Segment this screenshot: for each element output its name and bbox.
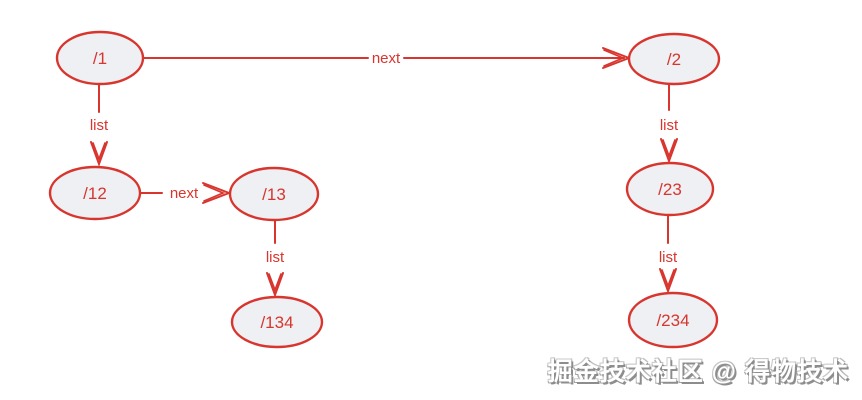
graph-edge-23-234: list [659, 214, 678, 294]
node-ellipse [627, 291, 719, 349]
arrowhead [268, 273, 282, 293]
node-ellipse [48, 165, 142, 221]
node-label: /12 [83, 184, 107, 203]
arrowhead [603, 49, 626, 67]
node-label: /1 [93, 49, 107, 68]
graph-node-12: /12 [48, 165, 142, 221]
watermark-text: 掘金技术社区 @ 得物技术 [547, 358, 849, 386]
graph-edge-1-2: next [142, 47, 632, 69]
node-ellipse [627, 32, 721, 86]
arrowhead [662, 139, 676, 159]
node-ellipse [230, 295, 324, 349]
arrowhead [92, 142, 106, 162]
graph-node-1: /1 [55, 30, 145, 86]
arrowhead [90, 141, 108, 167]
edge-label: next [372, 50, 401, 67]
node-ellipse [625, 161, 715, 217]
graph-node-234: /234 [627, 291, 719, 349]
edge-label: list [90, 117, 109, 134]
graph-node-2: /2 [627, 32, 721, 86]
node-label: /134 [260, 313, 293, 332]
arrowhead [659, 268, 677, 294]
graph-edge-13-134: list [266, 219, 285, 298]
arrowhead [203, 184, 226, 202]
graph-edge-2-23: list [660, 83, 679, 164]
node-label: /13 [262, 185, 286, 204]
arrowhead [661, 269, 675, 289]
edge-label: next [170, 185, 199, 202]
edge-label: list [660, 117, 679, 134]
graph-node-13: /13 [228, 166, 320, 222]
arrowhead [660, 138, 678, 164]
graph-node-134: /134 [230, 295, 324, 349]
node-label: /234 [656, 311, 689, 330]
graph-node-23: /23 [625, 161, 715, 217]
node-label: /2 [667, 50, 681, 69]
arrowhead [266, 272, 284, 298]
edge-label: list [659, 249, 678, 266]
edge-label: list [266, 249, 285, 266]
node-ellipse [228, 166, 320, 222]
graph-edge-1-12: list [90, 83, 109, 167]
graph-edge-12-13: next [139, 182, 232, 204]
node-label: /23 [658, 180, 682, 199]
node-ellipse [55, 30, 145, 86]
